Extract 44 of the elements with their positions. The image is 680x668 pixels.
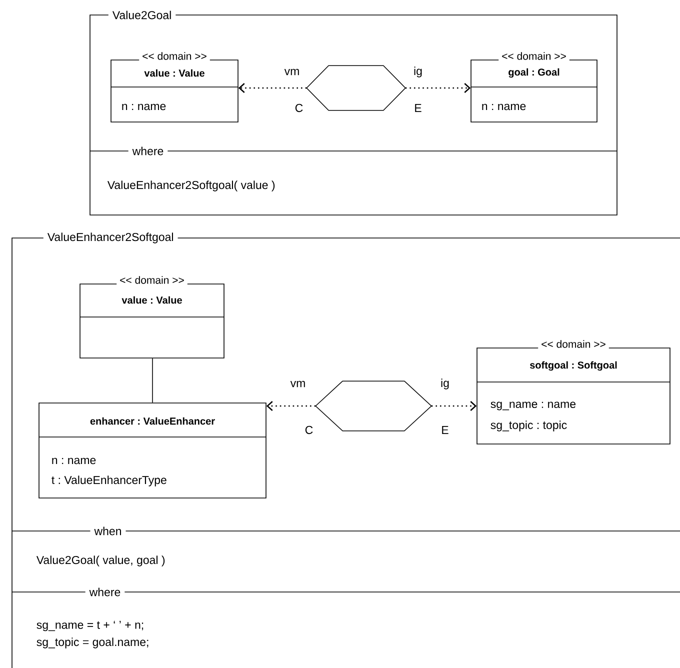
expression-text: sg_topic = goal.name;: [36, 638, 148, 648]
stereotype-label: << domain >>: [538, 337, 609, 351]
class-name: enhancer : ValueEnhancer: [90, 417, 215, 425]
end-label: C: [305, 426, 313, 434]
class-box: [38, 402, 266, 498]
edge-label: ig: [412, 66, 424, 78]
section-heading: where: [85, 584, 125, 600]
class-box: [110, 49, 238, 122]
class-name: value : Value: [122, 296, 182, 304]
end-label: C: [295, 104, 303, 112]
class-name: goal : Goal: [508, 68, 560, 78]
attribute-text: n : name: [122, 104, 166, 110]
frame-title: Value2Goal: [108, 6, 176, 24]
attribute-text: n : name: [482, 104, 526, 110]
expression-text: sg_name = t + ‘ ’ + n;: [36, 620, 144, 632]
expression-text: Value2Goal( value, goal ): [36, 556, 165, 566]
edge-label: vm: [289, 380, 307, 388]
section-heading: when: [90, 522, 126, 540]
hexagon: [306, 65, 406, 111]
frame-title: ValueEnhancer2Softgoal: [43, 228, 178, 248]
arrow: [266, 401, 316, 411]
stereotype-label: << domain >>: [139, 49, 210, 63]
class-name: value : Value: [144, 69, 204, 77]
stereotype-label: << domain >>: [498, 49, 570, 63]
class-name: softgoal : Softgoal: [530, 361, 617, 371]
class-box: [80, 273, 224, 358]
attribute-text: t : ValueEnhancerType: [52, 476, 166, 486]
hexagon: [315, 380, 432, 432]
arrow: [238, 83, 307, 93]
stereotype-label: << domain >>: [116, 273, 188, 287]
arrow: [405, 83, 471, 93]
arrow: [431, 401, 477, 411]
end-label: E: [415, 104, 422, 112]
class-box: [470, 49, 598, 122]
attribute-text: n : name: [52, 458, 96, 464]
class-box: [476, 337, 670, 444]
attribute-text: sg_topic : topic: [490, 420, 567, 432]
section-heading: where: [128, 142, 168, 160]
end-label: E: [442, 426, 448, 434]
edge-label: ig: [440, 378, 450, 390]
connector-line: [152, 358, 153, 403]
attribute-text: sg_name : name: [490, 402, 576, 410]
edge-label: vm: [283, 68, 301, 76]
expression-text: ValueEnhancer2Softgoal( value ): [107, 180, 275, 192]
